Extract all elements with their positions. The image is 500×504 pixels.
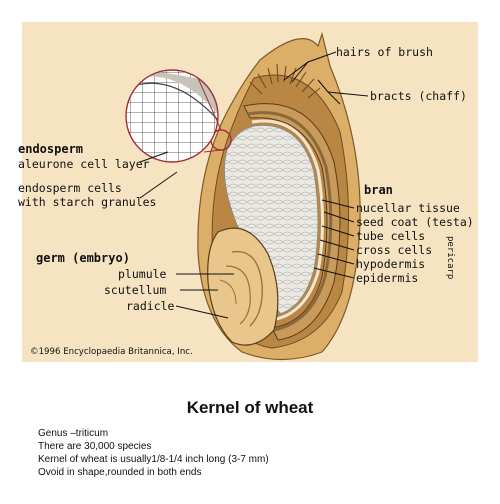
zoom-circle (125, 69, 219, 163)
label-aleurone: aleurone cell layer (18, 157, 150, 171)
label-nucellar-tissue: nucellar tissue (356, 201, 460, 215)
label-starch-granules: with starch granules (18, 195, 157, 209)
label-hypodermis: hypodermis (356, 257, 426, 271)
label-pericarp: pericarp (445, 236, 455, 280)
label-bracts: bracts (chaff) (370, 89, 467, 103)
label-endosperm-cells: endosperm cells (18, 181, 122, 195)
brush-hairs (249, 63, 321, 99)
label-bran: bran (364, 183, 393, 197)
zoom-cells (126, 70, 218, 162)
note-species: There are 30,000 species (38, 441, 152, 452)
page-title: Kernel of wheat (186, 398, 314, 417)
note-shape: Ovoid in shape,rounded in both ends (38, 467, 202, 478)
kernel-illustration (125, 31, 369, 361)
kernel-diagram: hairs of brush bracts (chaff) endosperm … (18, 22, 478, 362)
copyright-notice: ©1996 Encyclopaedia Britannica, Inc. (30, 347, 193, 357)
label-seed-coat: seed coat (testa) (356, 215, 474, 229)
label-germ: germ (embryo) (36, 251, 130, 265)
bran-layers (243, 103, 341, 341)
label-endosperm: endosperm (18, 142, 84, 156)
label-cross-cells: cross cells (356, 243, 433, 257)
label-radicle: radicle (126, 299, 175, 313)
label-scutellum: scutellum (104, 283, 167, 297)
leader-lines (139, 51, 369, 319)
label-tube-cells: tube cells (356, 229, 426, 243)
germ-region (207, 227, 279, 346)
label-hairs-of-brush: hairs of brush (336, 45, 433, 59)
label-epidermis: epidermis (356, 271, 419, 285)
note-genus: Genus –triticum (38, 428, 109, 439)
endosperm-region (223, 124, 319, 315)
note-length: Kernel of wheat is usually1/8-1/4 inch l… (38, 454, 269, 465)
label-plumule: plumule (118, 267, 167, 281)
